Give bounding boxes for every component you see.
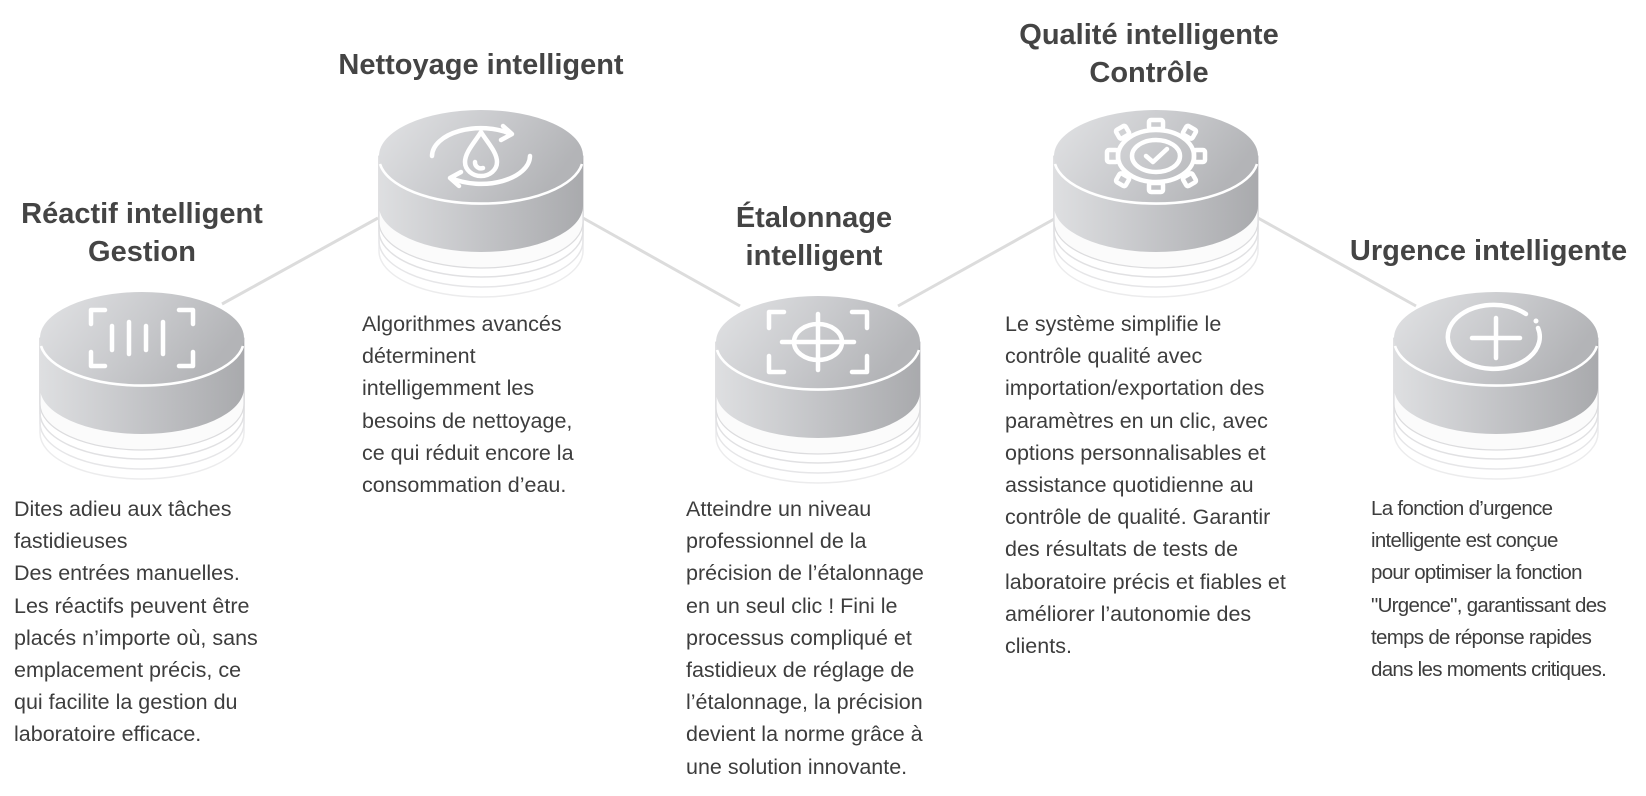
connector-lines [221, 216, 1417, 308]
crosshair-target-icon [766, 309, 870, 375]
feature-description-quality: Le système simplifie le contrôle qualité… [1005, 312, 1286, 659]
disc-reagent [38, 290, 246, 481]
feature-description-reagent: Dites adieu aux tâches fastidieuses Des … [14, 497, 258, 747]
feature-description-cleaning: Algorithmes avancés déterminent intellig… [362, 312, 574, 498]
feature-description-calibration: Atteindre un niveau professionnel de la … [686, 497, 924, 779]
plus-circle-icon [1445, 302, 1543, 372]
feature-title-cleaning: Nettoyage intelligent [338, 49, 624, 81]
feature-title-reagent: Réactif intelligent Gestion [21, 198, 263, 268]
feature-title-calibration: Étalonnage intelligent [735, 202, 893, 272]
barcode-scan-icon [88, 307, 196, 369]
feature-title-quality: Qualité intelligente Contrôle [1019, 19, 1279, 89]
disc-calibration [714, 294, 922, 485]
disc-cleaning [377, 108, 585, 299]
disc-quality [1052, 108, 1260, 299]
gear-check-icon [1104, 117, 1208, 195]
disc-emergency [1392, 290, 1600, 481]
feature-title-emergency: Urgence intelligente [1349, 235, 1628, 267]
water-drop-cycle-icon [429, 123, 533, 189]
feature-description-emergency: La fonction d’urgence intelligente est c… [1371, 497, 1607, 682]
